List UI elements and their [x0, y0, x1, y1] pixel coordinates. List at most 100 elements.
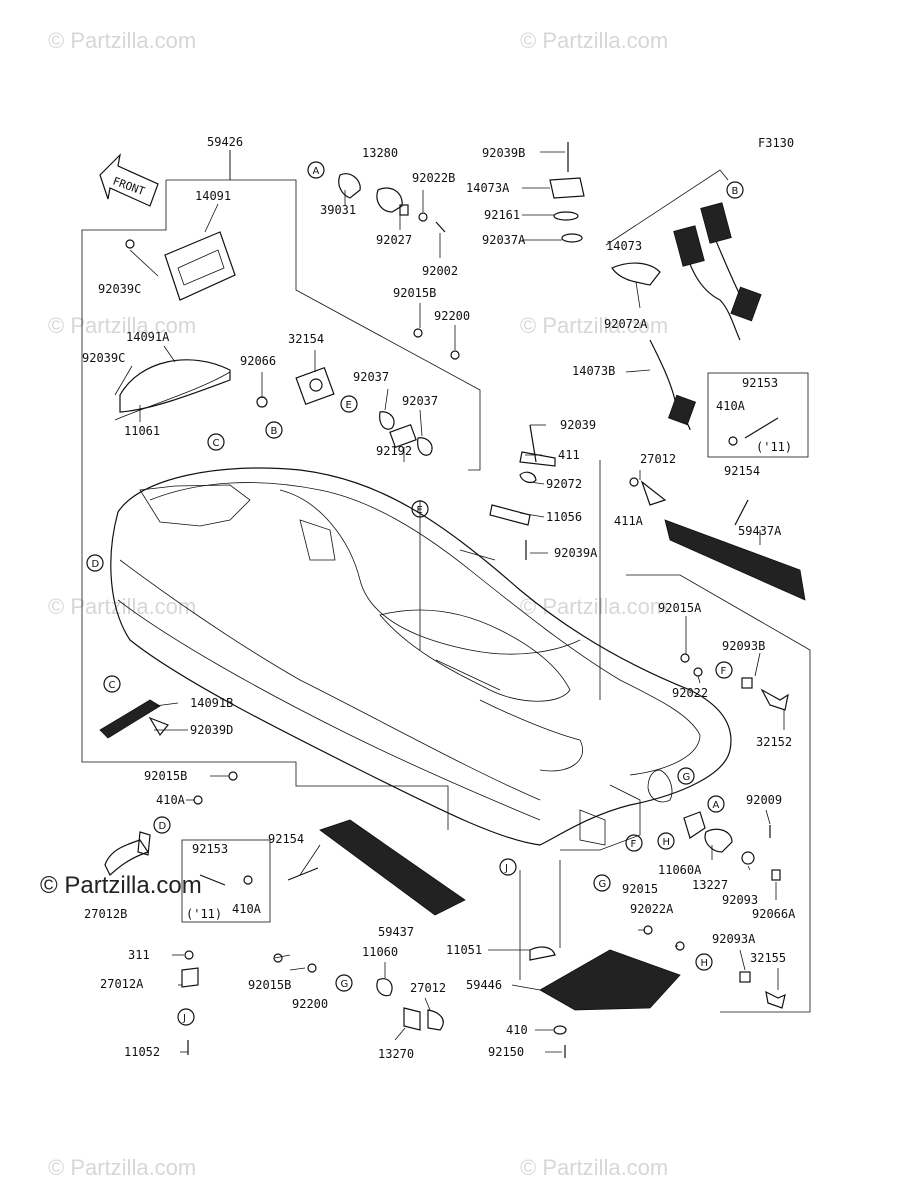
- part-label: 411: [558, 448, 580, 462]
- part-label: 92093: [722, 893, 758, 907]
- part-label: 92093B: [722, 639, 765, 653]
- callout-g: G: [677, 767, 695, 785]
- callout-letter: D: [159, 821, 167, 832]
- part-label: 410A: [156, 793, 186, 807]
- callout-e: E: [411, 500, 429, 518]
- watermark: © Partzilla.com: [48, 1155, 196, 1180]
- callouts: A A B B C C D D E E F F G G G H H J J: [86, 161, 744, 1026]
- inset-box-2011-upper: [707, 372, 809, 458]
- front-arrow: FRONT: [99, 153, 159, 207]
- callout-letter: C: [109, 680, 116, 691]
- part-label: 27012: [640, 452, 676, 466]
- part-label: 311: [128, 948, 150, 962]
- callout-letter: G: [341, 979, 349, 990]
- callout-letter: E: [417, 505, 423, 516]
- part-label: 92192: [376, 444, 412, 458]
- part-92066: [256, 396, 268, 408]
- part-label: 92200: [292, 997, 328, 1011]
- part-label: 92015B: [144, 769, 187, 783]
- callout-letter: H: [701, 958, 709, 969]
- part-label: 32152: [756, 735, 792, 749]
- part-label: 11060A: [658, 863, 702, 877]
- part-label: 32154: [288, 332, 324, 346]
- part-label: 92153: [192, 842, 228, 856]
- watermark: © Partzilla.com: [520, 28, 668, 53]
- part-label: 92039D: [190, 723, 233, 737]
- part-label: 14073A: [466, 181, 510, 195]
- part-label: 92066: [240, 354, 276, 368]
- part-label: 27012B: [84, 907, 127, 921]
- plate-59446: [539, 949, 681, 1011]
- callout-letter: J: [182, 1013, 186, 1024]
- callout-h: H: [695, 953, 713, 971]
- seal-14091A: [114, 359, 231, 421]
- part-label: 14091A: [126, 330, 170, 344]
- part-label: 92002: [422, 264, 458, 278]
- callout-d: D: [86, 554, 104, 572]
- watermark: © Partzilla.com: [48, 594, 196, 619]
- callout-letter: F: [721, 666, 727, 677]
- callout-letter: D: [92, 559, 100, 570]
- part-label: 92037A: [482, 233, 526, 247]
- part-label: 92037: [402, 394, 438, 408]
- callout-letter: B: [271, 426, 278, 437]
- watermark: © Partzilla.com: [48, 313, 196, 338]
- callout-g: G: [335, 974, 353, 992]
- part-label: ('11): [756, 440, 792, 454]
- part-label: 27012A: [100, 977, 144, 991]
- part-label: 27012: [410, 981, 446, 995]
- part-label: 92015B: [248, 978, 291, 992]
- part-label: 59446: [466, 978, 502, 992]
- part-label: 13227: [692, 878, 728, 892]
- part-label: 92066A: [752, 907, 796, 921]
- callout-f: F: [715, 661, 733, 679]
- part-label: 92015B: [393, 286, 436, 300]
- part-label: 92015: [622, 882, 658, 896]
- callout-letter: G: [599, 879, 607, 890]
- watermark: © Partzilla.com: [520, 313, 668, 338]
- part-label: 92153: [742, 376, 778, 390]
- part-label: 92154: [724, 464, 760, 478]
- callout-letter: E: [346, 400, 352, 411]
- watermark: © Partzilla.com: [520, 1155, 668, 1180]
- part-14091B: [99, 699, 161, 739]
- callout-c: C: [207, 433, 225, 451]
- part-label: 92022: [672, 686, 708, 700]
- part-label: 92022A: [630, 902, 674, 916]
- watermark: © Partzilla.com: [48, 28, 196, 53]
- part-label: 92039A: [554, 546, 598, 560]
- part-label: 92037: [353, 370, 389, 384]
- part-label: 92072: [546, 477, 582, 491]
- part-label: 59437: [378, 925, 414, 939]
- callout-letter: C: [213, 438, 220, 449]
- part-label: ('11): [186, 907, 222, 921]
- part-label: 13270: [378, 1047, 414, 1061]
- part-labels: 59426 14091 92039C 14091A 92039C 11061 9…: [82, 135, 796, 1061]
- part-label: 11061: [124, 424, 160, 438]
- watermark: © Partzilla.com: [520, 594, 668, 619]
- exhaust-hoses: [549, 142, 762, 431]
- part-label: 92027: [376, 233, 412, 247]
- part-label: 59437A: [738, 524, 782, 538]
- storage-lid-14091: [164, 231, 236, 301]
- part-label: 11060: [362, 945, 398, 959]
- callout-letter: F: [631, 839, 637, 850]
- watermarks: © Partzilla.com © Partzilla.com © Partzi…: [48, 28, 668, 1180]
- part-label: 92039B: [482, 146, 525, 160]
- part-label: 14073: [606, 239, 642, 253]
- callout-j: J: [499, 858, 517, 876]
- callout-letter: A: [713, 800, 720, 811]
- part-label: 59426: [207, 135, 243, 149]
- callout-letter: A: [313, 166, 320, 177]
- part-label: 92039C: [98, 282, 141, 296]
- watermark-dark: © Partzilla.com: [40, 872, 202, 899]
- mat-59437: [319, 819, 466, 916]
- callout-b: B: [265, 421, 283, 439]
- part-label: 11051: [446, 943, 482, 957]
- part-label: 92022B: [412, 171, 455, 185]
- part-label: 92015A: [658, 601, 702, 615]
- part-label: 14091: [195, 189, 231, 203]
- callout-h: H: [657, 832, 675, 850]
- part-label: 14091B: [190, 696, 233, 710]
